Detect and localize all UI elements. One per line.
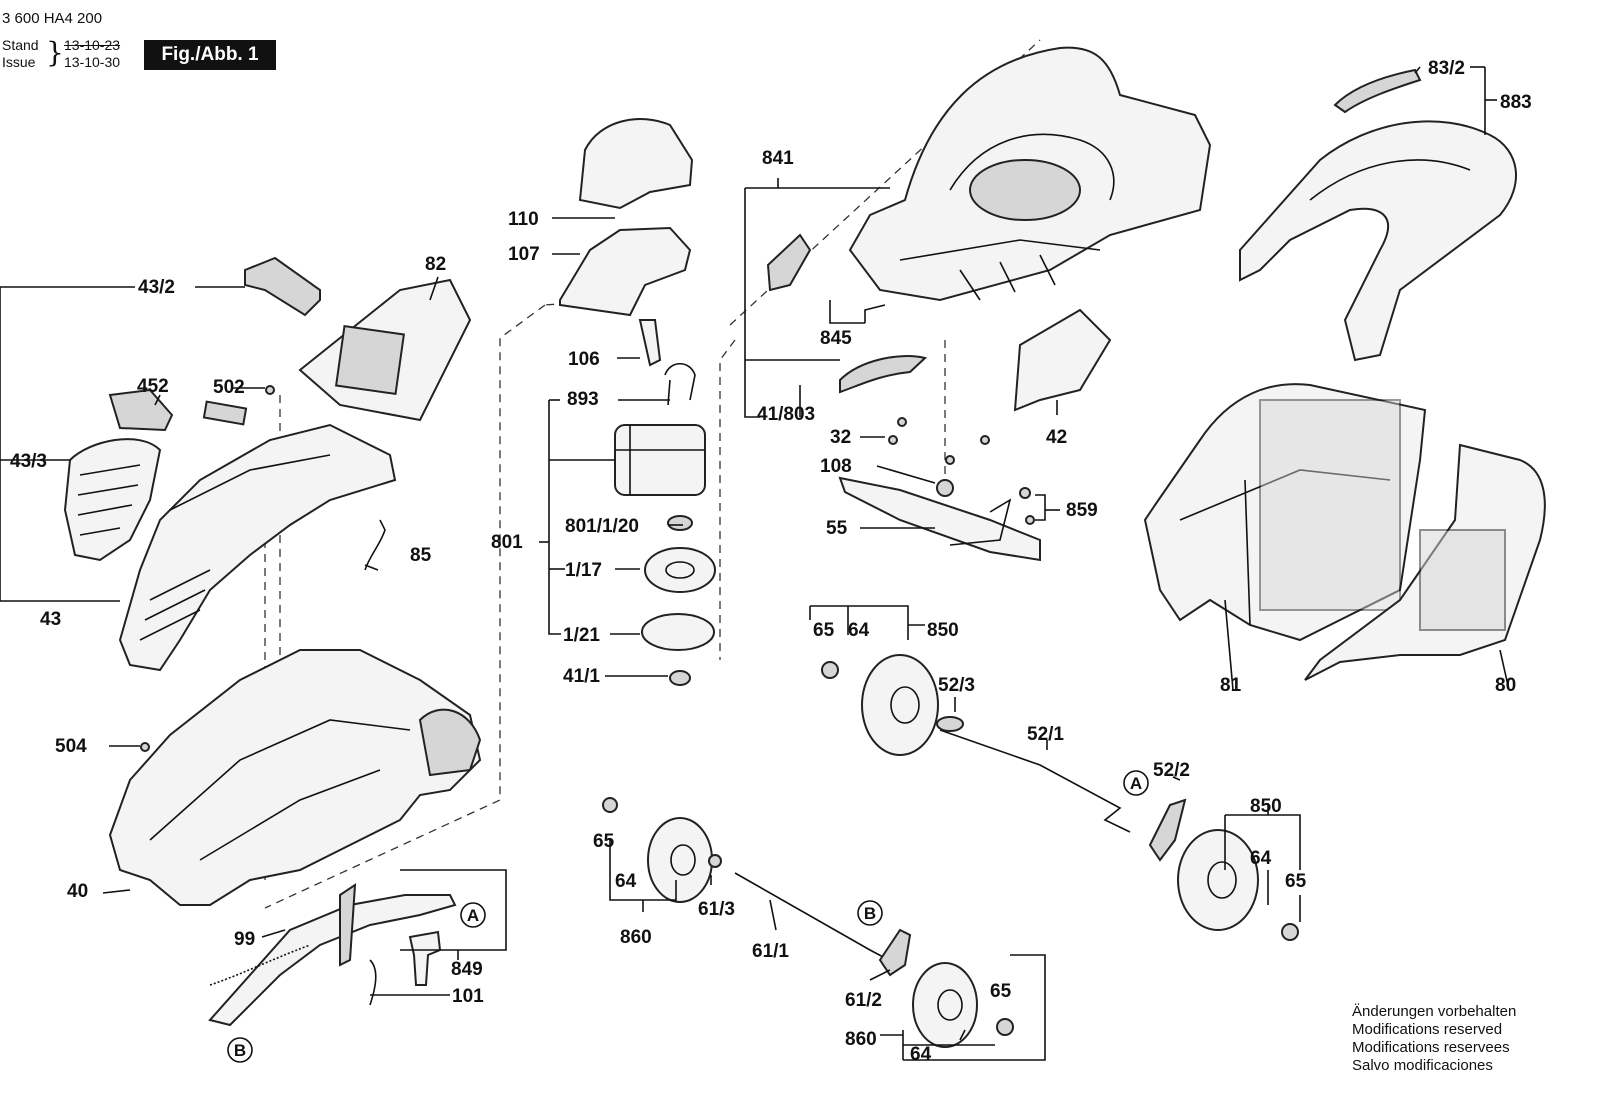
callout-801: 801	[491, 532, 523, 553]
callout-81: 81	[1220, 675, 1242, 696]
callout-99: 99	[234, 929, 255, 950]
brace-glyph: }	[46, 36, 64, 69]
callout-65-c: 65	[1285, 871, 1307, 892]
document-number: 3 600 HA4 200	[2, 10, 103, 27]
svg-text:A: A	[1130, 774, 1142, 793]
callout-61-3: 61/3	[698, 899, 735, 920]
callout-80: 80	[1495, 675, 1516, 696]
part-motor-cover	[559, 118, 694, 317]
part-housing-lower	[108, 649, 482, 906]
callout-41-803: 41/803	[757, 404, 815, 425]
stand-date: 13-10-23	[64, 37, 121, 53]
callout-64-b: 64	[1250, 848, 1272, 869]
stand-issue-block: Stand Issue	[2, 37, 48, 71]
callout-43-3: 43/3	[10, 451, 47, 472]
callout-850-b: 850	[1250, 796, 1282, 817]
callout-107: 107	[508, 244, 540, 265]
callout-65-b: 65	[593, 831, 615, 852]
reference-marker-b1: B	[857, 900, 883, 926]
modifications-notice: Änderungen vorbehalten Modifications res…	[1352, 1003, 1516, 1075]
callout-893: 893	[567, 389, 599, 410]
part-blade	[838, 476, 1041, 562]
issue-label: Issue	[2, 54, 36, 70]
callout-41-1: 41/1	[563, 666, 600, 687]
callout-42: 42	[1046, 427, 1067, 448]
part-upper-cover	[63, 423, 397, 672]
notice-de: Änderungen vorbehalten	[1352, 1003, 1517, 1020]
callout-106: 106	[568, 349, 600, 370]
callout-101: 101	[452, 986, 484, 1007]
callout-64-c: 64	[615, 871, 637, 892]
issue-date: 13-10-30	[64, 54, 121, 70]
svg-text:B: B	[234, 1041, 246, 1060]
callout-108: 108	[820, 456, 852, 477]
part-motor	[614, 319, 716, 686]
callout-52-2: 52/2	[1153, 760, 1190, 781]
part-handle-grip-small	[244, 256, 321, 317]
callout-504: 504	[55, 736, 87, 757]
part-grass-bag-side	[1304, 443, 1546, 681]
part-spring	[364, 519, 386, 571]
callout-452: 452	[137, 376, 169, 397]
callout-52-1: 52/1	[1027, 724, 1064, 745]
callout-83-2: 83/2	[1428, 58, 1465, 79]
stand-dates: 13-10-23 13-10-30	[64, 37, 120, 71]
callout-labels: 83/2 883 841 110 107 82 43/2 106 845 893…	[10, 58, 1532, 1065]
callout-502: 502	[213, 377, 245, 398]
callout-64-a: 64	[848, 620, 870, 641]
notice-es: Salvo modificaciones	[1352, 1057, 1493, 1074]
part-logo-plate	[108, 388, 248, 432]
callout-61-1: 61/1	[752, 941, 789, 962]
callout-65-a: 65	[813, 620, 835, 641]
leader-lines	[0, 66, 1510, 1061]
callout-850-a: 850	[927, 620, 959, 641]
part-deflector	[766, 233, 1112, 412]
callout-32: 32	[830, 427, 851, 448]
callout-82: 82	[425, 254, 446, 275]
svg-text:A: A	[467, 906, 479, 925]
callout-55: 55	[826, 518, 848, 539]
callout-43: 43	[40, 609, 61, 630]
callout-849: 849	[451, 959, 483, 980]
callout-860-a: 860	[620, 927, 652, 948]
reference-marker-a1: A	[460, 902, 486, 928]
part-housing-upper	[848, 46, 1212, 302]
notice-fr: Modifications reservees	[1352, 1039, 1510, 1056]
part-wheels	[602, 654, 1299, 1048]
callout-883: 883	[1500, 92, 1532, 113]
callout-40: 40	[67, 881, 88, 902]
callout-85: 85	[410, 545, 432, 566]
callout-65-d: 65	[990, 981, 1012, 1002]
callout-845: 845	[820, 328, 852, 349]
callout-64-d: 64	[910, 1044, 932, 1065]
callout-841: 841	[762, 148, 794, 169]
part-grass-bag-frame	[1239, 68, 1517, 362]
notice-en: Modifications reserved	[1352, 1021, 1503, 1038]
svg-text:B: B	[864, 904, 876, 923]
part-screws	[140, 385, 1035, 752]
callout-801-1-20: 801/1/20	[565, 516, 639, 537]
callout-1-17: 1/17	[565, 560, 602, 581]
part-cover-plate	[298, 278, 472, 422]
callout-859: 859	[1066, 500, 1098, 521]
callout-860-b: 860	[845, 1029, 877, 1050]
callout-110: 110	[508, 209, 539, 230]
reference-marker-b2: B	[227, 1037, 253, 1063]
reference-marker-a2: A	[1123, 770, 1149, 796]
figure-badge: Fig./Abb. 1	[144, 40, 276, 70]
part-axles	[708, 716, 1187, 977]
callout-43-2: 43/2	[138, 277, 175, 298]
stand-label: Stand	[2, 37, 39, 53]
callout-61-2: 61/2	[845, 990, 882, 1011]
callout-1-21: 1/21	[563, 625, 600, 646]
callout-52-3: 52/3	[938, 675, 975, 696]
part-grass-bag	[1143, 383, 1427, 642]
part-height-lever	[208, 883, 457, 1027]
